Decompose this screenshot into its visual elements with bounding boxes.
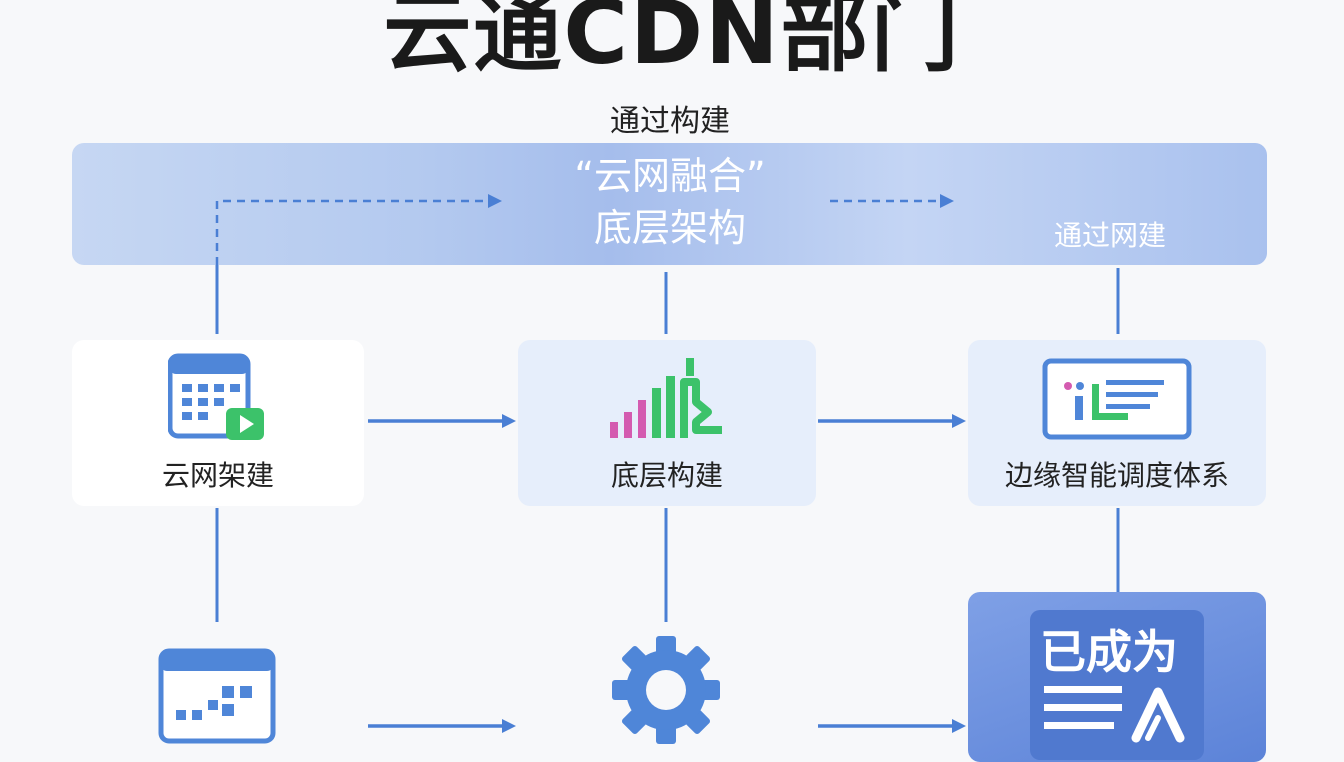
document-logo-icon: [1044, 686, 1185, 743]
node-edge-dispatch-label: 边缘智能调度体系: [1004, 459, 1229, 492]
banner-line-1: “云网融合”: [574, 154, 766, 198]
banner-right-label: 通过网建: [1053, 219, 1166, 252]
result-badge-text: 已成为: [1040, 625, 1178, 679]
bar-chart-growth-icon: [610, 358, 722, 438]
gear-icon: [612, 636, 720, 744]
node-cloud-network-label: 云网架建: [161, 459, 274, 492]
banner-main-text: “云网融合” 底层架构: [470, 150, 870, 254]
node-base-build: 底层构建: [518, 340, 816, 506]
node-result: 已成为: [968, 592, 1266, 762]
page-title: 云通CDN部门: [383, 0, 961, 84]
node-cloud-network: 云网架建: [72, 340, 364, 506]
banner-line-2: 底层架构: [593, 206, 746, 250]
monitor-dashboard-icon: [1042, 358, 1192, 440]
node-edge-dispatch: 边缘智能调度体系: [968, 340, 1266, 506]
top-label: 通过构建: [610, 104, 730, 139]
architecture-banner: [72, 143, 1267, 265]
node-base-build-label: 底层构建: [610, 459, 723, 492]
dashed-arrow-left: [215, 194, 502, 265]
calendar-video-icon: [168, 353, 264, 440]
browser-window-icon: [158, 648, 276, 744]
